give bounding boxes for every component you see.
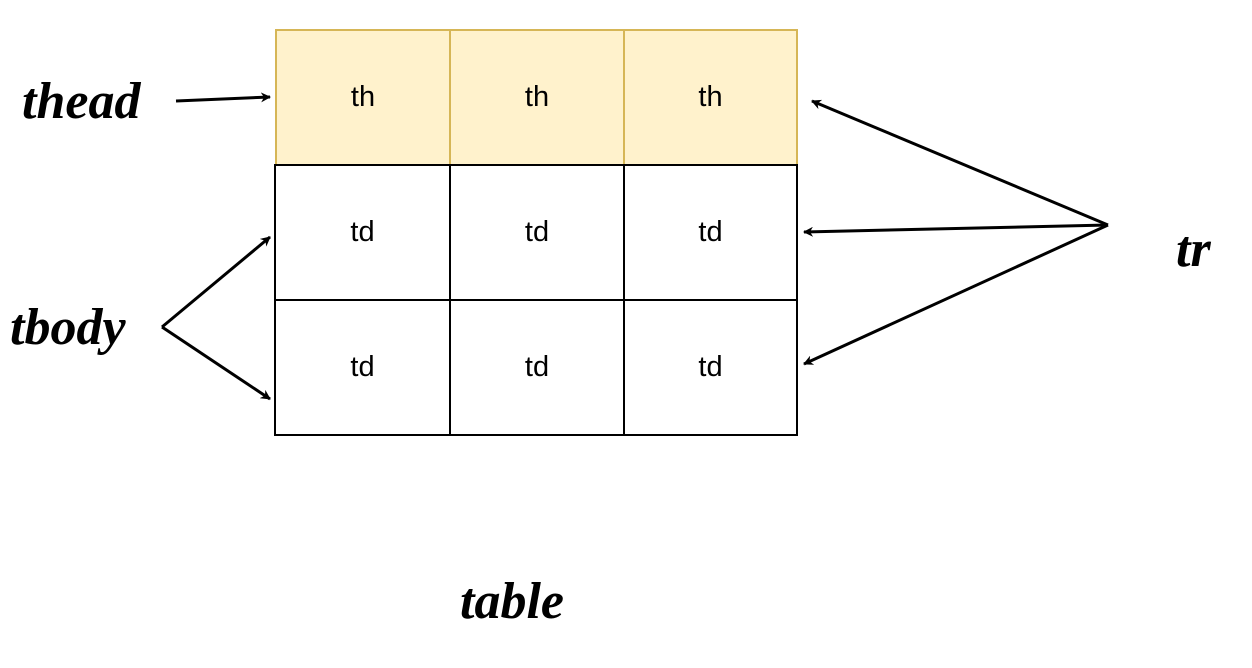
tr-label: tr xyxy=(1176,221,1211,278)
tbody-label: tbody xyxy=(10,299,126,356)
td-cell: td xyxy=(274,299,451,436)
tr-arrow-header xyxy=(811,99,1109,227)
tr-arrow-row1 xyxy=(803,223,1109,237)
thead-label: thead xyxy=(22,73,141,130)
td-cell: td xyxy=(623,164,798,301)
th-cell: th xyxy=(275,29,451,166)
td-cell: td xyxy=(449,299,625,436)
tbody-arrow-lower xyxy=(161,325,271,401)
td-cell: td xyxy=(274,164,451,301)
td-cell: td xyxy=(449,164,625,301)
td-cell: td xyxy=(623,299,798,436)
th-cell: th xyxy=(623,29,798,166)
tbody-arrow-upper xyxy=(161,235,271,329)
table-label: table xyxy=(460,573,564,630)
thead-arrow xyxy=(175,92,271,103)
tr-arrow-row2 xyxy=(803,223,1109,366)
